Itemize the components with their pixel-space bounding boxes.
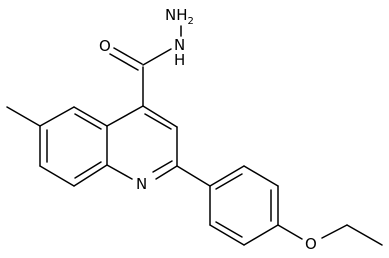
carbonyl-oxygen-label: O	[99, 37, 111, 55]
bond-c6-methyl	[6, 106, 41, 127]
bond-c8-c8a-inner	[74, 161, 102, 179]
bond-ph4-ph5	[243, 224, 279, 246]
phenyl-ring	[209, 165, 279, 246]
bond-c4a-c5-inner	[74, 113, 102, 130]
hydrazide-n-label: N	[174, 36, 185, 54]
bond-c2-n1-inner	[152, 160, 173, 173]
bond-ph5-ph6	[209, 224, 245, 246]
benzo-ring	[6, 106, 108, 187]
bond-c2-phenyl	[176, 165, 211, 187]
amine-nh2-label: NH2	[165, 6, 194, 27]
bond-c4a-c4	[106, 105, 144, 127]
bond-ph4-oxygen	[277, 224, 303, 240]
hydrazide-group	[109, 25, 182, 107]
bond-ph5-ph6-inner	[215, 221, 243, 238]
bond-ch2-ch3	[346, 224, 383, 246]
bond-ph1-ph2-inner	[215, 173, 243, 190]
bond-c4-c3-inner	[144, 113, 172, 130]
bond-carbonyl-double-b	[109, 53, 139, 71]
bond-c2-n1	[155, 165, 178, 180]
bond-nh-carbonyl	[142, 48, 172, 66]
bond-c5-c6	[39, 106, 75, 127]
bond-n1-c8a	[106, 164, 133, 180]
bond-ph1-ph2	[209, 165, 245, 187]
bond-c7-c8	[39, 165, 75, 187]
ether-oxygen-label: O	[305, 235, 317, 253]
bond-c4a-c5	[73, 106, 108, 127]
ring-nitrogen-label: N	[136, 175, 147, 193]
bond-ph2-ph3	[243, 165, 279, 187]
pyridine-ring	[106, 105, 178, 180]
hydrazide-h-label: H	[174, 51, 185, 69]
bond-c4-c3	[142, 105, 178, 128]
ethoxy-group	[277, 224, 383, 246]
bond-c8-c8a	[73, 164, 108, 187]
bond-oxygen-ch2	[321, 224, 348, 239]
bond-carbonyl-double-a	[113, 47, 143, 65]
